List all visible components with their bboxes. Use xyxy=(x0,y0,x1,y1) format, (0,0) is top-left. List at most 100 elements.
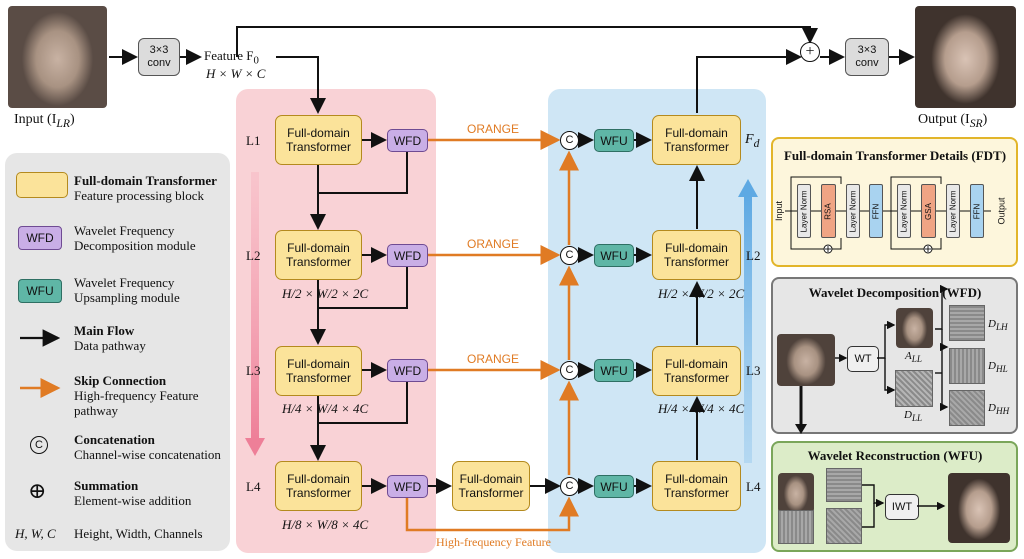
wfd-dhl-map xyxy=(949,348,985,384)
wfu-detail-map-1 xyxy=(826,468,862,502)
feature-label: Feature F0 xyxy=(204,48,259,67)
level-l4-right: L4 xyxy=(746,479,761,494)
encoder-flow-bar xyxy=(251,172,259,440)
wfd-all-label: ALL xyxy=(905,350,922,365)
wfd-l3: WFD xyxy=(387,359,428,382)
fdt-layer-norm-3: Layer Norm xyxy=(897,184,911,238)
fdt-ffn-2: FFN xyxy=(970,184,984,238)
fdt-ffn-1: FFN xyxy=(869,184,883,238)
arrow-decoder-sum xyxy=(696,49,802,113)
wfu-detail-map-2 xyxy=(778,510,814,544)
legend-sum-icon: ⊕ xyxy=(28,478,47,503)
wfd-to-wfu-arrow xyxy=(795,386,807,434)
level-l3-left: L3 xyxy=(246,363,261,378)
level-l3-right: L3 xyxy=(746,363,761,378)
wfu-l3: WFU xyxy=(594,359,634,382)
output-image xyxy=(915,6,1016,108)
wfd-dlh-label: DLH xyxy=(988,318,1008,333)
encoder-fdt-l1: Full-domain Transformer xyxy=(275,115,362,165)
fdt-layer-norm-1: Layer Norm xyxy=(797,184,811,238)
decoder-flow-bar xyxy=(744,195,752,463)
concat-l2: C xyxy=(560,246,579,265)
wfd-dll-map xyxy=(895,370,933,407)
level-l1-left: L1 xyxy=(246,133,261,148)
fdt-rsa: RSA xyxy=(821,184,836,238)
encoder-flow-arrowhead xyxy=(245,438,265,456)
encoder-dims-l3: H/4 × W/4 × 4C xyxy=(282,401,369,416)
fdt-detail-title: Full-domain Transformer Details (FDT) xyxy=(783,148,1007,163)
encoder-fdt-l3: Full-domain Transformer xyxy=(275,346,362,396)
wfd-detail-connectors xyxy=(835,284,949,412)
encoder-fdt-l2: Full-domain Transformer xyxy=(275,230,362,280)
concat-l4: C xyxy=(560,477,579,496)
wfd-all-face xyxy=(896,308,933,348)
wfd-dlh-map xyxy=(949,305,985,341)
encoder-fdt-l4: Full-domain Transformer xyxy=(275,461,362,511)
skip-label-l1: ORANGE xyxy=(467,122,520,136)
wfd-l1: WFD xyxy=(387,129,428,152)
wfd-dll-label: DLL xyxy=(904,409,923,424)
wfd-dhh-label: DHH xyxy=(988,402,1010,417)
wfu-l1: WFU xyxy=(594,129,634,152)
decoder-dims-l3: H/4 × W/4 × 4C xyxy=(658,401,745,416)
wfu-detail-title: Wavelet Reconstruction (WFU) xyxy=(807,448,983,463)
output-label: Output (ISR) xyxy=(918,112,988,130)
feature-dims: H × W × C xyxy=(206,66,266,81)
skip-label-l3: ORANGE xyxy=(467,352,520,366)
wfd-l4: WFD xyxy=(387,475,428,498)
decoder-fdt-l2: Full-domain Transformer xyxy=(652,230,741,280)
encoder-dims-l4: H/8 × W/8 × 4C xyxy=(282,517,369,532)
decoder-dims-l2: H/2 × W/2 × 2C xyxy=(658,286,745,301)
level-l2-right: L2 xyxy=(746,248,761,263)
legend-concat-icon: C xyxy=(30,436,48,454)
legend-swatch-wfu: WFU xyxy=(18,279,62,303)
wfd-input-face xyxy=(777,334,835,386)
wfu-output-face xyxy=(948,473,1010,543)
wfd-dhh-map xyxy=(949,390,985,426)
legend-swatch-wfd: WFD xyxy=(18,226,62,250)
wfu-detail-map-3 xyxy=(826,508,862,544)
legend-panel xyxy=(5,153,230,551)
concat-l3: C xyxy=(560,361,579,380)
bottleneck-fdt: Full-domain Transformer xyxy=(452,461,530,511)
wfu-l2: WFU xyxy=(594,244,634,267)
decoder-fdt-l3: Full-domain Transformer xyxy=(652,346,741,396)
legend-hwc-symbol: H, W, C xyxy=(15,526,56,541)
wfd-wt-block: WT xyxy=(847,346,879,372)
legend-swatch-fdt xyxy=(16,172,68,198)
input-label: Input (ILR) xyxy=(14,112,75,130)
output-conv: 3×3 conv xyxy=(845,38,889,76)
arrow-global-residual xyxy=(236,26,818,57)
wfu-l4: WFU xyxy=(594,475,634,498)
fdt-layer-norm-4: Layer Norm xyxy=(946,184,960,238)
input-image xyxy=(8,6,107,108)
fdt-gsa: GSA xyxy=(921,184,936,238)
wfd-dhl-label: DHL xyxy=(988,360,1008,375)
wfd-l2: WFD xyxy=(387,244,428,267)
decoder-fdt-l1: Full-domain Transformer xyxy=(652,115,741,165)
concat-l1: C xyxy=(560,131,579,150)
input-conv: 3×3 conv xyxy=(138,38,180,76)
fdt-layer-norm-2: Layer Norm xyxy=(846,184,860,238)
encoder-dims-l2: H/2 × W/2 × 2C xyxy=(282,286,369,301)
fd-label: Fd xyxy=(745,132,760,150)
wfd-detail-title: Wavelet Decomposition (WFD) xyxy=(808,285,982,300)
decoder-fdt-l4: Full-domain Transformer xyxy=(652,461,741,511)
wfu-detail-connectors xyxy=(862,484,946,528)
fdt-detail-connectors xyxy=(785,176,991,254)
level-l2-left: L2 xyxy=(246,248,261,263)
skip-label-l2: ORANGE xyxy=(467,237,520,251)
wfu-iwt-block: IWT xyxy=(885,494,919,520)
decoder-flow-arrowhead xyxy=(738,179,758,197)
global-sum-icon: + xyxy=(800,42,820,62)
level-l4-left: L4 xyxy=(246,479,261,494)
arrow-feature-l1 xyxy=(276,56,326,114)
legend-hwc: Height, Width, Channels xyxy=(74,526,203,541)
